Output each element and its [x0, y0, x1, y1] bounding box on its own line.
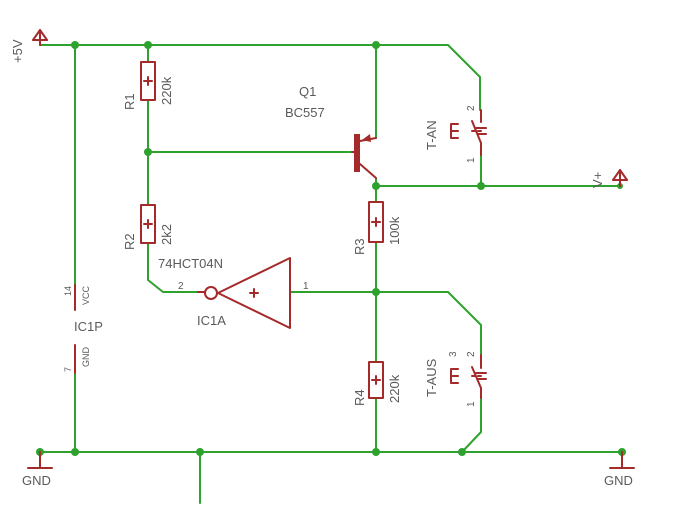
- junction: [144, 41, 152, 49]
- junction: [144, 148, 152, 156]
- junctions: [36, 41, 626, 456]
- switch-t-an[interactable]: T-AN 2 1: [424, 105, 487, 163]
- t-aus-pin-left: 3: [448, 351, 459, 357]
- resistor-r2[interactable]: R2 2k2: [122, 204, 174, 250]
- resistor-r3[interactable]: R3 100k: [352, 201, 402, 255]
- t-aus-pin-bottom: 1: [466, 401, 477, 407]
- r2-value: 2k2: [159, 224, 174, 245]
- junction: [71, 41, 79, 49]
- junction: [372, 448, 380, 456]
- q1-value: BC557: [285, 105, 325, 120]
- t-aus-pin-right: 2: [466, 351, 477, 357]
- r3-name: R3: [352, 238, 367, 255]
- gnd-symbol-right: GND: [604, 451, 635, 488]
- ic1p-power-symbol: 14 VCC IC1P 7 GND: [63, 284, 103, 374]
- ic1p-pin-gnd: 7: [63, 367, 73, 372]
- vout-label: V+: [590, 172, 605, 188]
- vcc-label: +5V: [10, 39, 25, 63]
- junction: [372, 288, 380, 296]
- ic1a-name: IC1A: [197, 313, 226, 328]
- resistor-r4[interactable]: R4 220k: [352, 361, 402, 406]
- wire-inv-out: [289, 291, 482, 356]
- wire-vcc-rail: [39, 44, 481, 111]
- junction: [372, 41, 380, 49]
- q1-name: Q1: [299, 84, 316, 99]
- gnd-symbol-left: GND: [22, 451, 53, 488]
- gnd-label-right: GND: [604, 473, 633, 488]
- wire-taus-gnd: [461, 397, 482, 453]
- ic1p-name: IC1P: [74, 319, 103, 334]
- inverter-ic1a[interactable]: 74HCT04N IC1A 2 1: [158, 256, 309, 329]
- junction: [196, 448, 204, 456]
- wires: [39, 44, 623, 504]
- t-aus-name: T-AUS: [424, 358, 439, 397]
- wire-collector: [375, 177, 621, 187]
- vout-symbol: V+: [590, 169, 628, 188]
- gnd-label-left: GND: [22, 473, 51, 488]
- ic1p-gnd-label: GND: [81, 347, 91, 368]
- ic1a-pin-out: 1: [303, 281, 309, 292]
- t-an-pin-bottom: 1: [466, 157, 477, 163]
- transistor-q1[interactable]: Q1 BC557: [285, 84, 377, 179]
- r2-name: R2: [122, 233, 137, 250]
- r1-name: R1: [122, 93, 137, 110]
- r3-value: 100k: [387, 216, 402, 245]
- resistor-r1[interactable]: R1 220k: [122, 61, 174, 110]
- t-an-name: T-AN: [424, 120, 439, 150]
- ic1p-vcc-label: VCC: [81, 285, 91, 305]
- junction: [458, 448, 466, 456]
- ic1a-value: 74HCT04N: [158, 256, 223, 271]
- junction: [372, 182, 380, 190]
- switch-t-aus[interactable]: T-AUS 3 2 1: [424, 351, 487, 407]
- r4-value: 220k: [387, 374, 402, 403]
- junction: [71, 448, 79, 456]
- r1-value: 220k: [159, 76, 174, 105]
- wire-r2-inv: [147, 242, 199, 293]
- ic1p-pin-vcc: 14: [63, 286, 73, 296]
- t-an-pin-top: 2: [466, 105, 477, 111]
- junction: [477, 182, 485, 190]
- ic1a-pin-in: 2: [178, 281, 184, 292]
- vcc-symbol: +5V: [10, 29, 48, 63]
- r4-name: R4: [352, 389, 367, 406]
